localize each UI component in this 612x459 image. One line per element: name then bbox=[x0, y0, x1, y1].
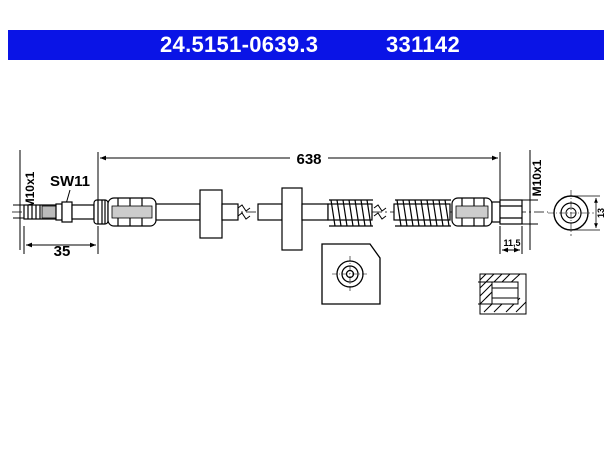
left-fitting-length-label: 35 bbox=[54, 243, 71, 260]
left-thread-dimension: M10x1 bbox=[13, 150, 37, 250]
right-female-fitting bbox=[499, 199, 523, 225]
spring-guard-left bbox=[327, 199, 373, 227]
right-end-view: 13 bbox=[548, 190, 606, 236]
left-thread-label: M10x1 bbox=[23, 171, 37, 208]
break-mark-left bbox=[237, 204, 251, 220]
left-crimp-sleeve bbox=[93, 197, 157, 227]
break-mark-right bbox=[373, 204, 387, 220]
part-number: 24.5151-0639.3 bbox=[160, 32, 319, 57]
port-section-view bbox=[478, 273, 527, 315]
right-fitting-length-label: 11,5 bbox=[503, 238, 520, 248]
total-length-label: 638 bbox=[296, 151, 321, 168]
left-male-fitting bbox=[23, 201, 95, 223]
reference-number: 331142 bbox=[386, 32, 460, 57]
spring-guard-right bbox=[393, 199, 451, 227]
right-fitting-dimension: 11,5 bbox=[499, 226, 523, 254]
bracket-front-view bbox=[321, 243, 381, 305]
right-thread-dimension: M10x1 bbox=[522, 150, 544, 250]
wrench-size-callout: SW11 bbox=[50, 173, 90, 205]
right-crimp-sleeve bbox=[451, 197, 501, 227]
header-banner: 24.5151-0639.3 331142 bbox=[8, 30, 604, 60]
left-fitting-dimension: 35 bbox=[23, 226, 99, 260]
right-thread-label: M10x1 bbox=[530, 159, 544, 196]
hose-bracket-middle bbox=[257, 187, 329, 251]
wrench-size-label: SW11 bbox=[50, 173, 90, 190]
total-length-dimension: 638 bbox=[97, 151, 501, 208]
right-diameter-label: 13 bbox=[596, 208, 606, 218]
hose-body-left bbox=[155, 189, 239, 239]
